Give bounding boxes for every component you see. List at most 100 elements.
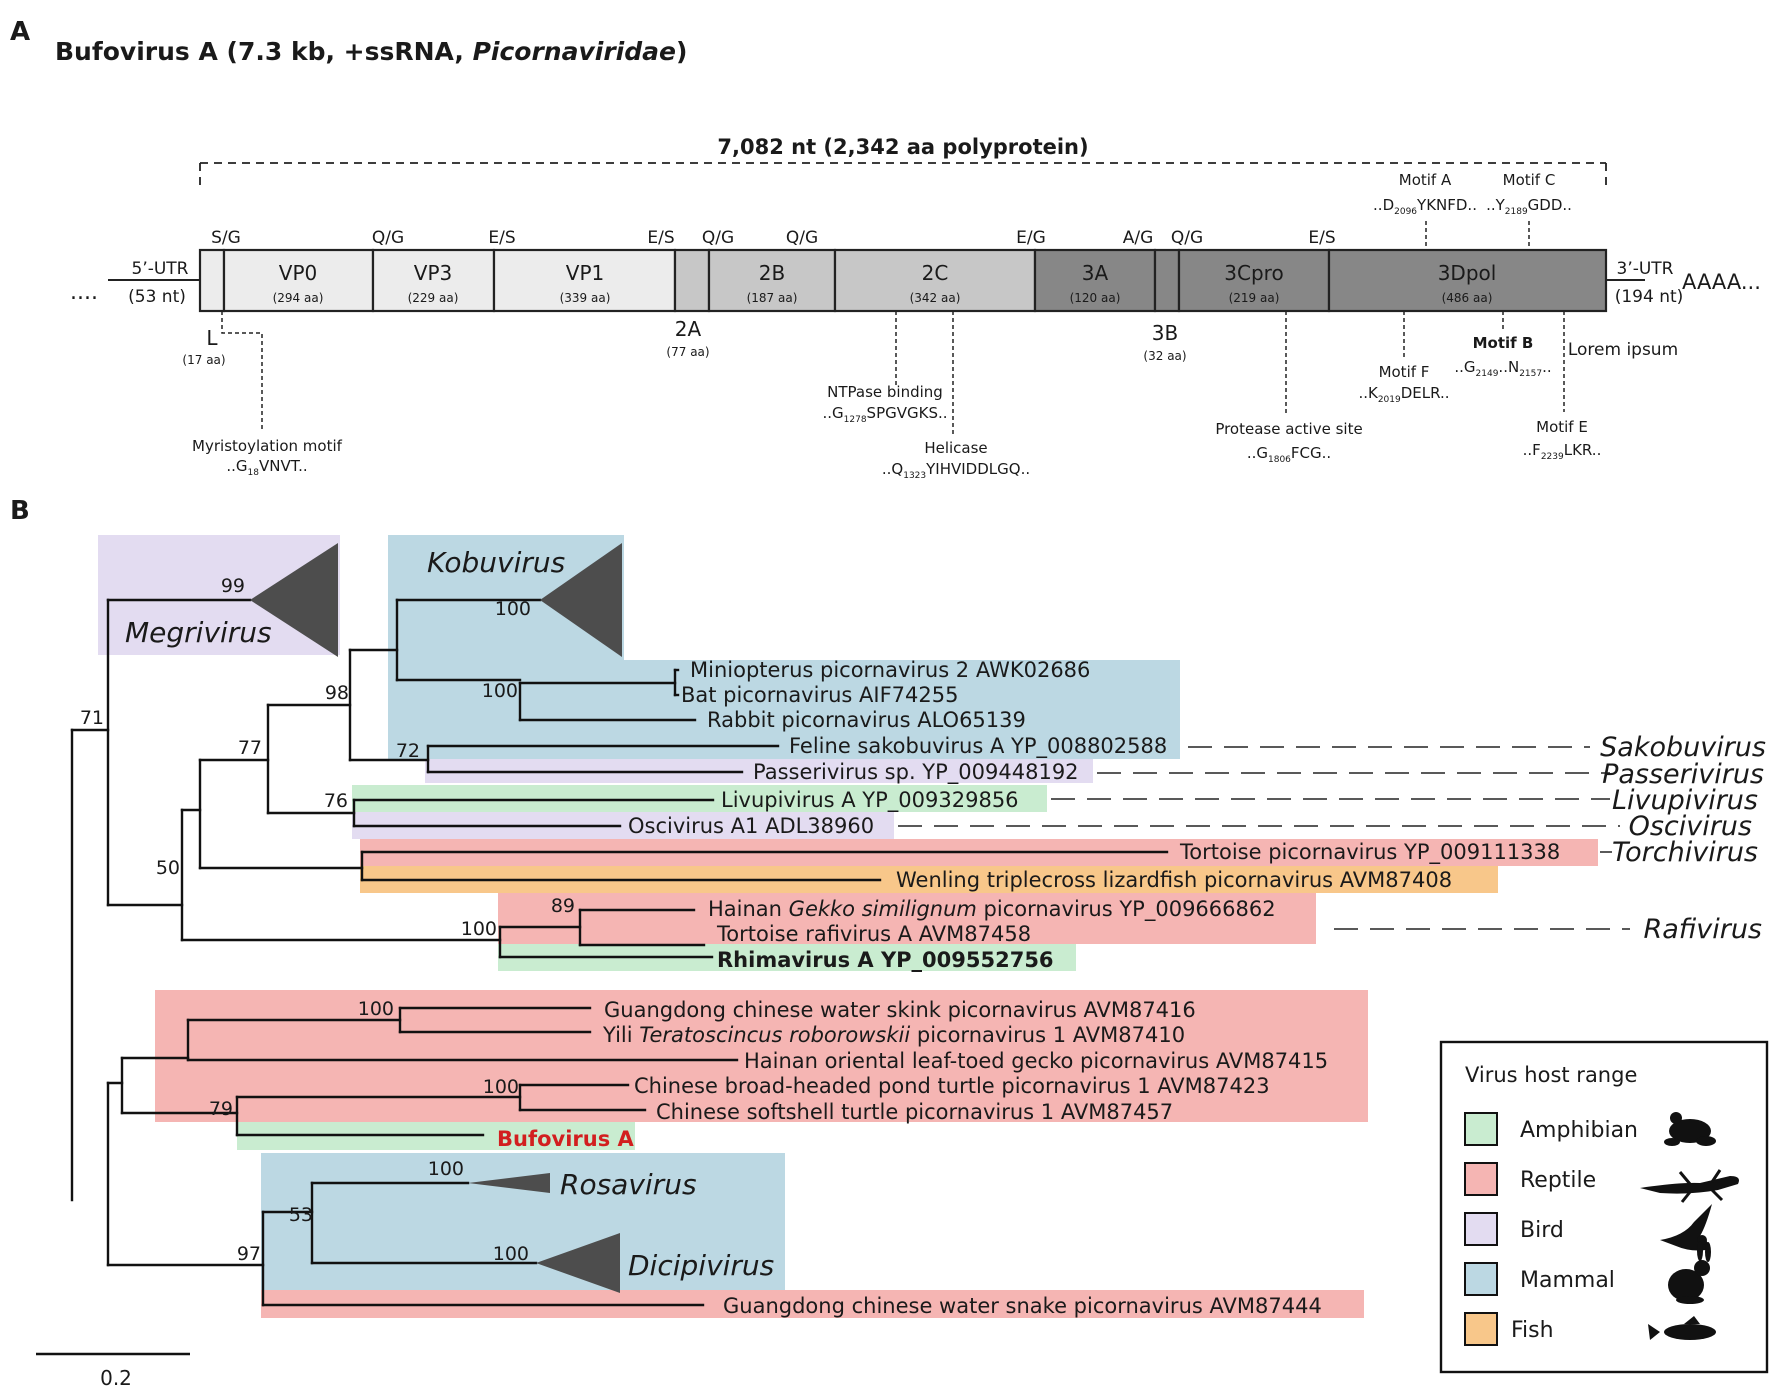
domain-name: 2C	[922, 261, 949, 285]
taxon-label-highlight: Bufovirus A	[497, 1127, 635, 1151]
cleavage-sites: S/G Q/G E/S E/S Q/G Q/G E/G A/G Q/G E/S	[211, 228, 1335, 248]
taxon-label: Guangdong chinese water skink picornavir…	[604, 998, 1196, 1022]
bootstrap-value: 100	[482, 680, 518, 702]
utr5-name: 5’-UTR	[132, 259, 189, 279]
polyprotein-length: 7,082 nt (2,342 aa polyprotein)	[717, 135, 1088, 159]
segment-l-label: L	[206, 326, 218, 350]
motif-c-label: Motif C	[1503, 171, 1556, 189]
legend-title: Virus host range	[1465, 1063, 1637, 1087]
cleavage-site: Q/G	[702, 228, 734, 248]
domain-size: (339 aa)	[560, 291, 611, 305]
genus-label: Livupivirus	[1612, 785, 1758, 816]
genome-title: Bufovirus A (7.3 kb, +ssRNA, Picornaviri…	[55, 37, 687, 66]
helicase-label: Helicase	[924, 439, 987, 457]
domain-size: (120 aa)	[1070, 291, 1121, 305]
legend-label: Bird	[1520, 1218, 1564, 1243]
panel-b: B	[10, 496, 1769, 1387]
bootstrap-value: 97	[237, 1243, 261, 1265]
taxon-label: Miniopterus picornavirus 2 AWK02686	[690, 658, 1090, 682]
domain-name: VP0	[279, 261, 317, 285]
genus-label: Oscivirus	[1629, 811, 1752, 842]
segment-labels: VP0 (294 aa) VP3 (229 aa) VP1 (339 aa) 2…	[273, 261, 1497, 305]
cleavage-site: E/S	[647, 228, 674, 248]
legend-swatch	[1464, 1212, 1498, 1246]
taxon-label: Guangdong chinese water snake picornavir…	[723, 1294, 1322, 1318]
tree-branches	[70, 598, 1169, 1307]
genus-leaders	[898, 746, 1630, 930]
legend-label: Amphibian	[1520, 1118, 1638, 1143]
dicipivirus-label: Dicipivirus	[628, 1249, 774, 1282]
genus-labels: Sakobuvirus Passerivirus Livupivirus Osc…	[1600, 732, 1766, 945]
taxon-label: Wenling triplecross lizardfish picornavi…	[896, 868, 1452, 892]
protease-seq: ..G1806FCG..	[1247, 444, 1331, 465]
legend-swatch	[1464, 1162, 1498, 1196]
rosavirus-triangle	[468, 1173, 550, 1193]
legend-item-mammal: Mammal	[1464, 1241, 1711, 1304]
megrivirus-label: Megrivirus	[125, 616, 272, 649]
motif-annotations: Myristoylation motif ..G18VNVT.. NTPase …	[192, 171, 1678, 481]
bootstrap-value: 100	[495, 598, 531, 620]
cleavage-site: E/S	[488, 228, 515, 248]
ellipsis-5prime: ....	[70, 280, 98, 305]
utr3-size: (194 nt)	[1615, 287, 1684, 307]
motif-f-seq: ..K2019DELR..	[1358, 384, 1449, 405]
myristoylation-label: Myristoylation motif	[192, 437, 343, 455]
motif-leaders	[221, 221, 1565, 437]
cleavage-site: S/G	[211, 228, 241, 248]
legend-item-amphibian: Amphibian	[1464, 1112, 1716, 1146]
taxon-label: Yili Teratoscincus roborowskii picornavi…	[602, 1023, 1185, 1047]
domain-name: VP1	[566, 261, 604, 285]
taxon-label: Passerivirus sp. YP_009448192	[753, 760, 1079, 785]
motif-b-seq: ..G2149..N2157..	[1454, 358, 1551, 379]
helicase-seq: ..Q1323YIHVIDDLGQ..	[882, 460, 1030, 481]
domain-size: (294 aa)	[273, 291, 324, 305]
taxon-label: Rhimavirus A YP_009552756	[717, 948, 1054, 972]
clade-names: Megrivirus Kobuvirus Rosavirus Dicipivir…	[125, 546, 774, 1282]
motif-e-label: Motif E	[1536, 418, 1588, 436]
taxon-label: Bat picornavirus AIF74255	[681, 683, 958, 707]
domain-size: (486 aa)	[1442, 291, 1493, 305]
motif-a-seq: ..D2096YKNFD..	[1373, 196, 1477, 217]
cleavage-site: Q/G	[1171, 228, 1203, 248]
genus-label: Torchivirus	[1612, 837, 1758, 868]
segment-2a-label: 2A	[675, 317, 702, 341]
cleavage-site: Q/G	[786, 228, 818, 248]
genus-label: Sakobuvirus	[1600, 732, 1766, 763]
segment-3b	[1153, 248, 1181, 313]
cleavage-site: A/G	[1123, 228, 1154, 248]
taxon-labels: Miniopterus picornavirus 2 AWK02686 Bat …	[497, 658, 1560, 1318]
motif-c-seq: ..Y2189GDD..	[1486, 196, 1572, 217]
domain-size: (187 aa)	[747, 291, 798, 305]
bootstrap-value: 99	[221, 575, 245, 597]
bootstrap-values: 99 71 100 98 100 77 72 76 50 100 89 100 …	[80, 575, 575, 1265]
legend-item-fish: Fish	[1464, 1312, 1716, 1346]
kobuvirus-label: Kobuvirus	[427, 546, 565, 579]
host-highlights	[98, 535, 1598, 1318]
legend-swatch	[1464, 1262, 1498, 1296]
bootstrap-value: 100	[461, 918, 497, 940]
segment-3b-label: 3B	[1152, 321, 1178, 345]
bootstrap-value: 79	[209, 1098, 233, 1120]
megrivirus-triangle	[250, 543, 338, 657]
legend-label: Mammal	[1520, 1268, 1615, 1293]
lorem-ipsum-label: Lorem ipsum	[1568, 340, 1678, 360]
poly-a-tail: AAAA...	[1682, 270, 1761, 294]
segment-vp1	[492, 248, 677, 313]
cleavage-site: E/G	[1016, 228, 1046, 248]
fish-icon	[1648, 1316, 1716, 1340]
legend-label: Reptile	[1520, 1168, 1596, 1193]
taxon-label: Chinese softshell turtle picornavirus 1 …	[656, 1100, 1173, 1124]
mammal-box	[261, 1153, 785, 1290]
legend: Virus host range Amphibian Reptile	[1439, 1040, 1769, 1374]
bootstrap-value: 100	[358, 998, 394, 1020]
segment-3cpro	[1177, 248, 1331, 313]
rabbit-icon	[1668, 1241, 1711, 1304]
bootstrap-value: 98	[325, 682, 349, 704]
domain-name: 3Dpol	[1438, 261, 1497, 285]
taxon-label: Hainan Gekko similignum picornavirus YP_…	[708, 897, 1276, 922]
motif-e-seq: ..F2239LKR..	[1523, 441, 1602, 462]
panel-a-letter: A	[10, 17, 30, 47]
genus-label: Rafivirus	[1643, 914, 1762, 945]
segment-3b-size: (32 aa)	[1143, 349, 1186, 363]
segment-2a-size: (77 aa)	[666, 345, 709, 359]
